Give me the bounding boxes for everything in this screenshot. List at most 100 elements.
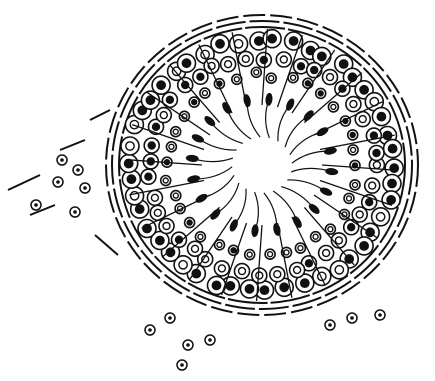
spermatozoon-head bbox=[302, 109, 316, 123]
spermatocyte-nucleus bbox=[335, 237, 342, 244]
spermatogonium-nucleus bbox=[376, 213, 384, 221]
spermatid-nucleus bbox=[234, 77, 239, 82]
connective-fiber bbox=[60, 140, 85, 150]
interstitial-cell-nucleus bbox=[350, 316, 354, 320]
spermatocyte-nucleus bbox=[280, 56, 287, 63]
spermatid-nucleus bbox=[254, 70, 259, 75]
spermatozoon-head bbox=[251, 224, 259, 238]
spermatogonium-nucleus bbox=[226, 282, 234, 290]
spermatogonium-nucleus bbox=[182, 59, 190, 67]
spermatocyte-nucleus bbox=[311, 67, 318, 74]
interstitial-cell-nucleus bbox=[76, 168, 80, 172]
spermatogonium-nucleus bbox=[260, 286, 268, 294]
spermatid-nucleus bbox=[328, 227, 333, 232]
spermatocyte-nucleus bbox=[274, 271, 281, 278]
spermatogonium-nucleus bbox=[130, 120, 138, 128]
spermatid-nucleus bbox=[313, 234, 318, 239]
spermatozoon-head bbox=[319, 186, 334, 198]
spermatogonium-nucleus bbox=[360, 86, 368, 94]
spermatid-nucleus bbox=[173, 193, 178, 198]
spermatocyte-nucleus bbox=[153, 123, 160, 130]
spermatocyte-nucleus bbox=[373, 162, 380, 169]
spermatid-nucleus bbox=[163, 178, 168, 183]
spermatogonium-nucleus bbox=[280, 283, 288, 291]
spermatid-nucleus bbox=[202, 91, 207, 96]
spermatozoon-head bbox=[187, 174, 201, 184]
interstitial-cell-nucleus bbox=[73, 210, 77, 214]
spermatocyte-nucleus bbox=[356, 211, 363, 218]
spermatocyte-nucleus bbox=[359, 116, 366, 123]
spermatid-nucleus bbox=[198, 234, 203, 239]
spermatocyte-nucleus bbox=[166, 96, 173, 103]
membrane-layer-3 bbox=[119, 27, 405, 303]
spermatid-nucleus bbox=[318, 91, 323, 96]
interstitial-cell-nucleus bbox=[168, 316, 172, 320]
spermatozoa-heads bbox=[185, 92, 338, 237]
spermatid-nucleus bbox=[353, 182, 358, 187]
spermatid-nucleus bbox=[231, 248, 236, 253]
spermatid-nucleus bbox=[169, 144, 174, 149]
connective-fiber bbox=[8, 175, 40, 190]
spermatocyte-nucleus bbox=[298, 63, 305, 70]
spermatogonium-nucleus bbox=[179, 261, 187, 269]
spermatozoon-head bbox=[185, 154, 199, 162]
spermatozoon-head bbox=[315, 125, 330, 138]
spermatocyte-nucleus bbox=[369, 182, 376, 189]
spermatozoon-head bbox=[208, 207, 222, 221]
spermatid-nucleus bbox=[291, 75, 296, 80]
connective-fiber bbox=[95, 235, 118, 255]
interstitial-cell-nucleus bbox=[83, 186, 87, 190]
spermatocyte-nucleus bbox=[145, 173, 152, 180]
interstitial-cell-nucleus bbox=[328, 323, 332, 327]
spermatogonium-nucleus bbox=[234, 40, 242, 48]
spermatozoon-head bbox=[194, 192, 209, 205]
interstitial-cell-nucleus bbox=[208, 338, 212, 342]
spermatocyte-nucleus bbox=[148, 142, 155, 149]
interstitial-cell-nucleus bbox=[378, 313, 382, 317]
spermatogonium-nucleus bbox=[156, 236, 164, 244]
interstitial-cell-nucleus bbox=[180, 363, 184, 367]
spermatocyte-nucleus bbox=[163, 223, 170, 230]
spermatid-nucleus bbox=[268, 252, 273, 257]
spermatid-nucleus bbox=[247, 252, 252, 257]
spermatocyte-nucleus bbox=[239, 268, 246, 275]
spermatogonium-nucleus bbox=[268, 35, 276, 43]
spermatocyte-nucleus bbox=[350, 101, 357, 108]
spermatid-nucleus bbox=[269, 76, 274, 81]
spermatocyte-nucleus bbox=[192, 245, 199, 252]
spermatocyte-nucleus bbox=[260, 57, 267, 64]
spermatogonium-nucleus bbox=[136, 205, 144, 213]
spermatocyte-nucleus bbox=[327, 74, 334, 81]
spermatogonium-nucleus bbox=[388, 179, 396, 187]
spermatid-nucleus bbox=[351, 147, 356, 152]
spermatozoon-head bbox=[265, 92, 273, 106]
spermatocyte-nucleus bbox=[366, 199, 373, 206]
spermatogonium-nucleus bbox=[127, 175, 135, 183]
interstitial-cell-nucleus bbox=[60, 158, 64, 162]
spermatogonium-nucleus bbox=[289, 37, 297, 45]
spermatogonium-nucleus bbox=[301, 279, 309, 287]
spermatogonium-nucleus bbox=[335, 266, 343, 274]
interstitial-cell-nucleus bbox=[148, 328, 152, 332]
spermatocyte-nucleus bbox=[218, 265, 225, 272]
spermatocyte-nucleus bbox=[348, 224, 355, 231]
spermatogonium-nucleus bbox=[390, 164, 398, 172]
spermatogonium-nucleus bbox=[126, 142, 134, 150]
spermatocyte-nucleus bbox=[373, 150, 380, 157]
spermatocyte-nucleus bbox=[225, 61, 232, 68]
interstitial-cell-nucleus bbox=[34, 203, 38, 207]
spermatid-nucleus bbox=[217, 242, 222, 247]
spermatid-nucleus bbox=[350, 132, 355, 137]
spermatocyte-nucleus bbox=[154, 209, 161, 216]
spermatid-ring bbox=[161, 67, 360, 259]
spermatid-nucleus bbox=[305, 81, 310, 86]
interstitial-cell-nucleus bbox=[186, 343, 190, 347]
spermatocyte-nucleus bbox=[242, 55, 249, 62]
spermatogonium-nucleus bbox=[388, 144, 396, 152]
spermatogonium-nucleus bbox=[245, 285, 253, 293]
spermatozoon-head bbox=[323, 146, 337, 156]
spermatid-nucleus bbox=[173, 129, 178, 134]
spermatogonium-nucleus bbox=[318, 52, 326, 60]
